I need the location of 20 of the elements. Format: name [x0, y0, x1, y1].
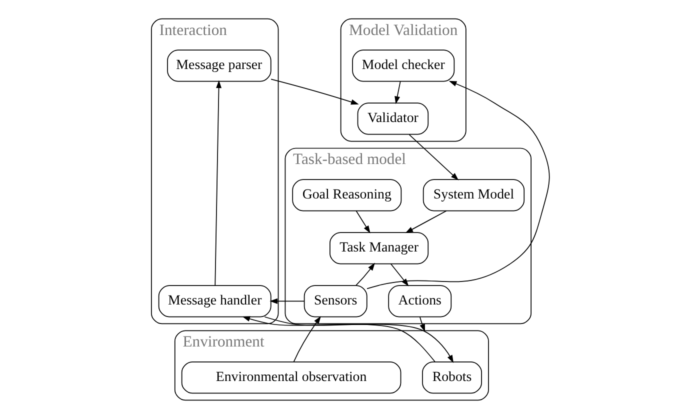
node-box: Goal Reasoning [292, 179, 402, 212]
arrow [270, 78, 359, 105]
arrow [356, 210, 370, 234]
arrow [293, 316, 321, 362]
node-box: Actions [388, 285, 452, 318]
node-box: Model checker [352, 50, 455, 82]
arrow [405, 210, 447, 234]
node-box: Robots [422, 362, 482, 394]
node-box: Sensors [304, 285, 368, 318]
node-box: Message handler [158, 285, 272, 318]
node-box: System Model [422, 179, 525, 212]
arrow [214, 80, 222, 286]
arrow [270, 298, 305, 304]
arrow [394, 80, 401, 104]
arrow [356, 262, 376, 286]
node-box: Validator [357, 102, 429, 135]
node-box: Task Manager [330, 232, 429, 264]
arrow [366, 80, 550, 290]
node-box: Environmental observation [181, 362, 402, 394]
node-box: Message parser [167, 50, 272, 82]
